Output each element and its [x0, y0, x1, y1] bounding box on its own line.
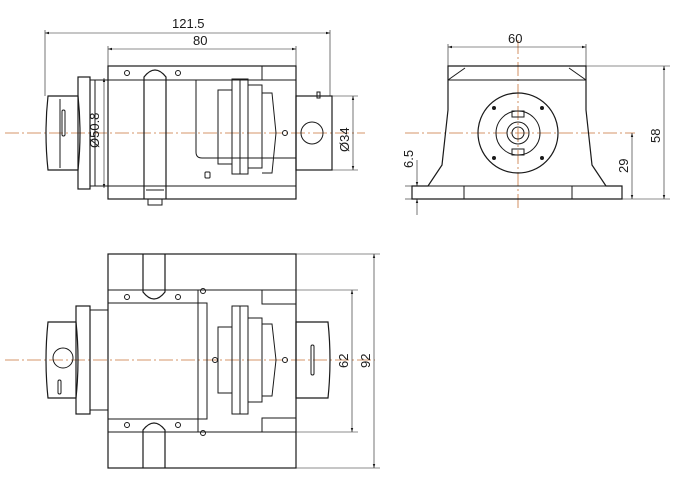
dim-center-height: 29 [616, 159, 631, 173]
dim-right-diameter: Ø34 [337, 127, 352, 152]
dim-overall-width: 92 [358, 354, 373, 368]
dim-body-length: 80 [193, 33, 207, 48]
top-view: 62 92 [5, 253, 380, 469]
dim-overall-length: 121.5 [172, 16, 205, 31]
dim-inner-width: 62 [336, 354, 351, 368]
top-base-plate [107, 253, 297, 469]
dim-base-thickness: 6.5 [401, 150, 416, 168]
side-flange-circle [477, 92, 559, 174]
side-view: 60 58 29 6.5 [401, 31, 670, 215]
front-main-body [107, 65, 297, 200]
front-bearing [217, 89, 233, 165]
front-right-shaft [295, 95, 333, 171]
dim-height: 58 [648, 129, 663, 143]
side-housing [411, 65, 623, 200]
front-view: 121.5 80 Ø50.8 Ø34 [5, 16, 365, 206]
top-right-shaft [295, 321, 331, 399]
dim-left-diameter: Ø50.8 [87, 113, 102, 148]
dim-base-width: 60 [508, 31, 522, 46]
